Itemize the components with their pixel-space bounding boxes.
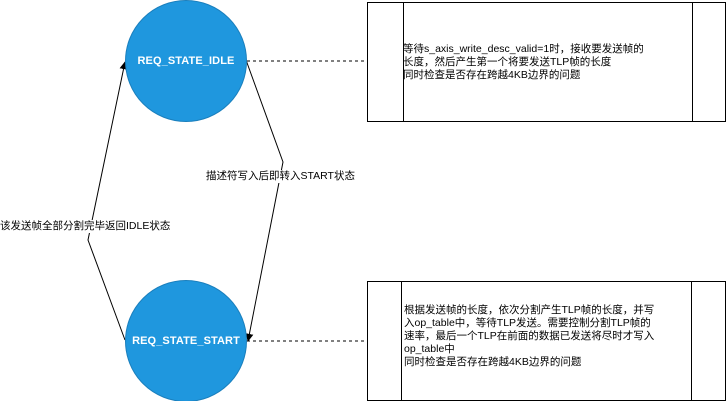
note-idle: 等待s_axis_write_desc_valid=1时，接收要发送帧的 长度，… — [367, 2, 726, 122]
note-idle-line: 同时检查是否存在跨越4KB边界的问题 — [403, 69, 581, 81]
note-start-line: 速率，最后一个TLP在前面的数据已发送将尽时才写入 — [404, 330, 655, 342]
state-req-idle-label: REQ_STATE_IDLE — [137, 55, 235, 67]
note-start-line: 同时检查是否存在跨越4KB边界的问题 — [404, 356, 582, 368]
note-start-line: op_table中 — [404, 343, 455, 355]
note-start-line: 入op_table中，等待TLP发送。需要控制分割TLP帧的 — [404, 317, 651, 329]
note-idle-right-divider — [692, 3, 693, 121]
transition-label-start-to-idle: 该发送帧全部分割完毕返回IDLE状态 — [0, 220, 171, 233]
state-req-idle[interactable]: REQ_STATE_IDLE — [125, 0, 247, 122]
note-start-text: 根据发送帧的长度，依次分割产生TLP帧的长度，并写 入op_table中，等待T… — [404, 304, 654, 369]
arrow-idle-to-start — [245, 59, 284, 342]
transition-label-idle-to-start: 描述符写入后即转入START状态 — [206, 170, 355, 183]
state-req-start[interactable]: REQ_STATE_START — [125, 280, 247, 401]
note-start: 根据发送帧的长度，依次分割产生TLP帧的长度，并写 入op_table中，等待T… — [367, 281, 726, 401]
note-idle-text: 等待s_axis_write_desc_valid=1时，接收要发送帧的 长度，… — [403, 43, 644, 82]
note-start-right-divider — [691, 282, 692, 400]
note-idle-line: 长度，然后产生第一个将要发送TLP帧的长度 — [403, 56, 612, 68]
arrow-start-to-idle — [87, 61, 128, 341]
note-idle-left-divider — [403, 3, 404, 121]
note-idle-line: 等待s_axis_write_desc_valid=1时，接收要发送帧的 — [403, 43, 644, 55]
state-req-start-label: REQ_STATE_START — [132, 335, 240, 347]
note-start-line: 根据发送帧的长度，依次分割产生TLP帧的长度，并写 — [404, 304, 655, 316]
note-start-left-divider — [401, 282, 402, 400]
